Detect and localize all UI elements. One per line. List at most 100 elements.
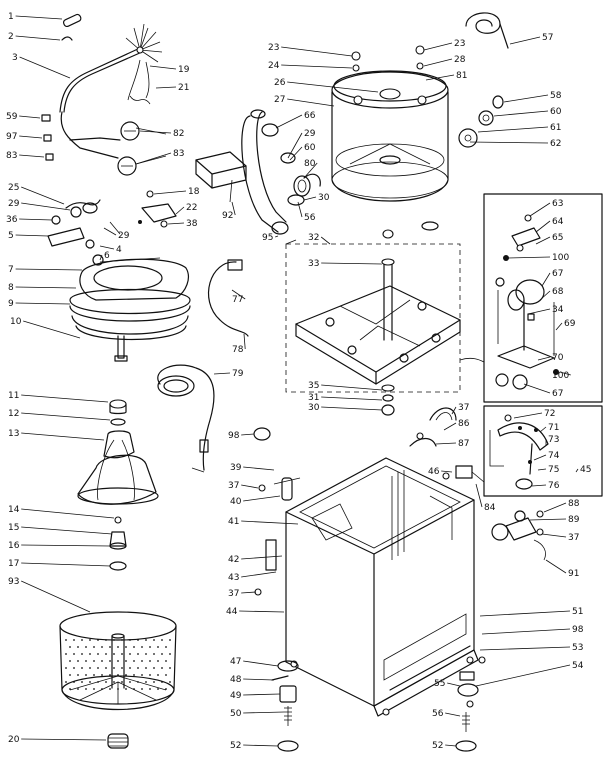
callout-60: 60 xyxy=(304,143,316,153)
leader-line xyxy=(479,646,571,651)
callout-87: 87 xyxy=(458,439,469,449)
callout-97: 97 xyxy=(6,132,17,142)
perforation-dot xyxy=(101,674,103,676)
callout-83: 83 xyxy=(173,149,184,159)
callout-92: 92 xyxy=(222,211,233,221)
leader-line xyxy=(149,65,177,70)
leader-line xyxy=(239,610,285,613)
leader-line xyxy=(303,162,318,179)
leader-line xyxy=(537,468,547,471)
callout-50: 50 xyxy=(230,709,242,719)
perforation-dot xyxy=(121,681,123,683)
leader-line xyxy=(289,146,303,161)
leader-line xyxy=(15,234,49,237)
leader-line xyxy=(241,591,257,594)
perforation-dot xyxy=(65,667,67,669)
callout-59: 59 xyxy=(6,112,18,122)
leader-line xyxy=(287,98,335,107)
perforation-dot xyxy=(153,639,155,641)
perforation-dot xyxy=(161,653,163,655)
perforation-dot xyxy=(109,646,111,648)
perforation-dot xyxy=(161,639,163,641)
callout-42: 42 xyxy=(228,555,239,565)
leader-line xyxy=(19,135,43,139)
perforation-dot xyxy=(149,660,151,662)
perforation-dot xyxy=(121,653,123,655)
callout-49: 49 xyxy=(230,691,242,701)
leader-line xyxy=(213,372,231,375)
callout-20: 20 xyxy=(8,735,20,745)
perforation-dot xyxy=(97,653,99,655)
perforation-dot xyxy=(125,660,127,662)
callout-98: 98 xyxy=(228,431,240,441)
leader-line xyxy=(243,495,281,502)
perforation-dot xyxy=(141,646,143,648)
leader-line xyxy=(321,384,383,391)
perforation-dot xyxy=(77,674,79,676)
callout-37: 37 xyxy=(458,403,469,413)
callout-86: 86 xyxy=(458,419,470,429)
callout-78: 78 xyxy=(232,345,244,355)
leader-line xyxy=(21,562,111,567)
leader-line xyxy=(447,682,461,687)
perforation-dot xyxy=(89,653,91,655)
leader-line xyxy=(231,289,246,300)
leader-line xyxy=(275,235,279,238)
callout-68: 68 xyxy=(552,287,564,297)
callout-44: 44 xyxy=(226,607,238,617)
callout-69: 69 xyxy=(564,319,576,329)
perforation-dot xyxy=(161,681,163,683)
callout-6: 6 xyxy=(104,251,110,261)
perforation-dot xyxy=(141,674,143,676)
perforation-dot xyxy=(89,667,91,669)
perforation-dot xyxy=(161,667,163,669)
callout-13: 13 xyxy=(8,429,19,439)
leader-line xyxy=(469,141,549,144)
perforation-dot xyxy=(129,653,131,655)
perforation-dot xyxy=(85,688,87,690)
perforation-dot xyxy=(89,681,91,683)
leader-line xyxy=(15,35,61,41)
callout-27: 27 xyxy=(274,95,285,105)
callout-30: 30 xyxy=(318,193,330,203)
callout-45: 45 xyxy=(580,465,591,475)
perforation-dot xyxy=(105,639,107,641)
leader-line xyxy=(535,220,551,233)
perforation-dot xyxy=(113,653,115,655)
callout-18: 18 xyxy=(188,187,200,197)
perforation-dot xyxy=(65,639,67,641)
perforation-dot xyxy=(169,667,171,669)
leader-line xyxy=(443,422,457,431)
callout-43: 43 xyxy=(228,573,239,583)
perforation-dot xyxy=(145,667,147,669)
callout-14: 14 xyxy=(8,505,20,515)
switch-parts-group xyxy=(409,407,485,483)
leader-line xyxy=(21,580,91,613)
leader-line xyxy=(537,356,551,361)
callout-63: 63 xyxy=(552,199,563,209)
perforation-dot xyxy=(125,688,127,690)
perforation-dot xyxy=(117,674,119,676)
callout-74: 74 xyxy=(548,451,560,461)
callout-83: 83 xyxy=(6,151,17,161)
leader-line xyxy=(321,396,383,401)
perforation-dot xyxy=(97,667,99,669)
perforation-dot xyxy=(81,653,83,655)
callout-26: 26 xyxy=(274,78,286,88)
callout-28: 28 xyxy=(454,55,466,65)
perforation-dot xyxy=(129,681,131,683)
callout-25: 25 xyxy=(8,183,19,193)
leader-line xyxy=(153,190,187,195)
leader-line xyxy=(243,711,285,714)
callout-37: 37 xyxy=(568,533,579,543)
perforation-dot xyxy=(65,653,67,655)
leader-line xyxy=(481,628,571,635)
callout-31: 31 xyxy=(308,393,319,403)
callout-32: 32 xyxy=(308,233,319,243)
leader-line xyxy=(509,36,541,45)
perforation-dot xyxy=(113,667,115,669)
perforation-dot xyxy=(137,653,139,655)
callout-61: 61 xyxy=(550,123,561,133)
callout-29: 29 xyxy=(118,231,130,241)
